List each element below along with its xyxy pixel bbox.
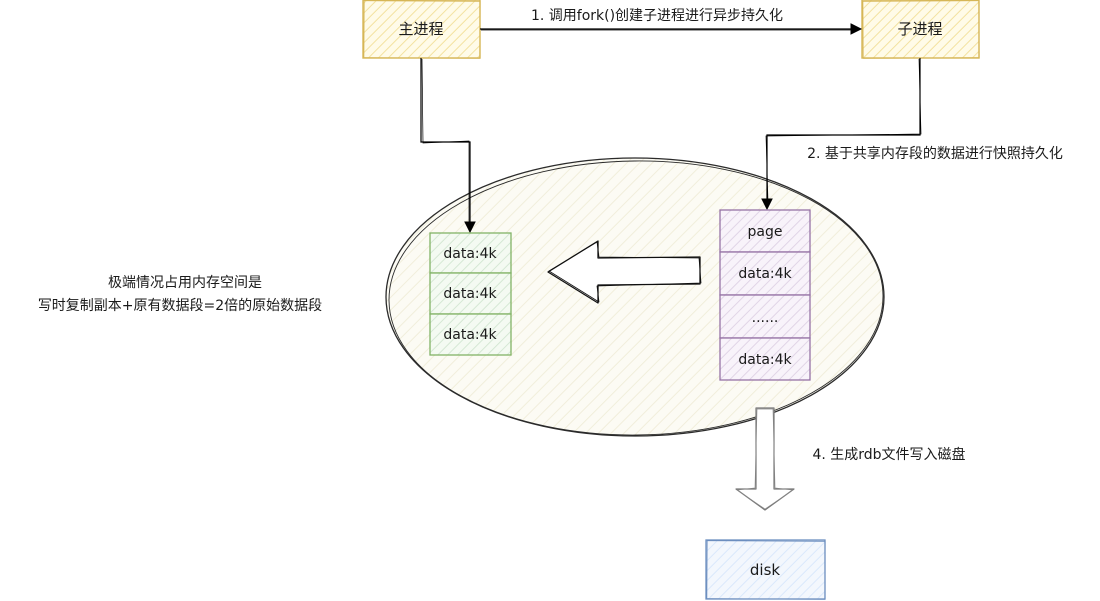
disk-node: disk	[705, 539, 826, 600]
fork-arrow	[480, 23, 863, 35]
copy-cell-label: data:4k	[443, 327, 497, 343]
fork-edge-label: 1. 调用fork()创建子进程进行异步持久化	[531, 8, 783, 24]
main-process-node: 主进程	[362, 0, 481, 59]
child-process-node: 子进程	[861, 0, 980, 59]
original-cell-label: data:4k	[738, 266, 792, 282]
original-cell: ......	[719, 294, 811, 339]
copy-on-write-arrow	[547, 240, 702, 304]
main-process-label: 主进程	[398, 20, 443, 38]
write-rdb-edge-label: 4. 生成rdb文件写入磁盘	[812, 446, 965, 463]
original-cell: data:4k	[719, 251, 811, 296]
copy-cell: data:4k	[429, 272, 512, 315]
copy-cell: data:4k	[429, 232, 512, 274]
main-to-copy-arrow	[420, 58, 476, 234]
snapshot-edge-label: 2. 基于共享内存段的数据进行快照持久化	[807, 145, 1063, 162]
copy-cell-label: data:4k	[443, 246, 497, 262]
original-cell-label: page	[748, 224, 783, 240]
original-cell: data:4k	[719, 337, 811, 381]
original-segment: page data:4k ...... data:4k	[719, 209, 811, 381]
write-rdb-arrow	[735, 407, 795, 511]
snapshot-arrow	[761, 58, 922, 211]
copy-cell-label: data:4k	[443, 286, 497, 302]
child-process-label: 子进程	[897, 20, 942, 38]
original-cell-label: data:4k	[738, 352, 792, 368]
disk-label: disk	[750, 561, 781, 579]
memory-note-line2: 写时复制副本+原有数据段=2倍的原始数据段	[38, 297, 322, 314]
copy-segment: data:4k data:4k data:4k	[429, 232, 512, 356]
memory-note-line1: 极端情况占用内存空间是	[108, 275, 262, 291]
copy-cell: data:4k	[429, 313, 512, 356]
original-cell-label: ......	[752, 310, 779, 326]
original-cell: page	[719, 209, 811, 253]
